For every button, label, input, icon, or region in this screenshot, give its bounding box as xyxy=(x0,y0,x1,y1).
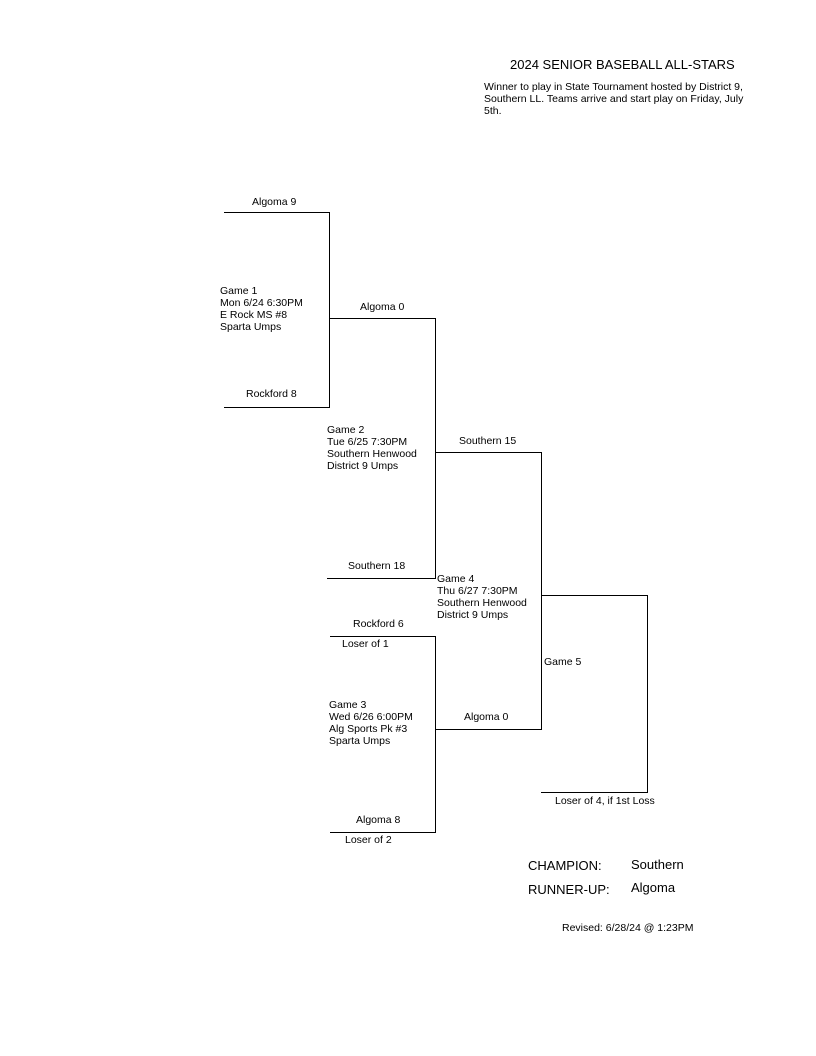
g3-bottom-team: Algoma 8 xyxy=(356,814,401,826)
g4-info: Game 4 Thu 6/27 7:30PM Southern Henwood … xyxy=(437,573,527,621)
g2-bottom-line xyxy=(327,578,436,579)
champion-value: Southern xyxy=(631,857,684,872)
g1-info: Game 1 Mon 6/24 6:30PM E Rock MS #8 Spar… xyxy=(220,285,303,333)
g2-game-number: Game 2 xyxy=(327,424,365,436)
page-title: 2024 SENIOR BASEBALL ALL-STARS xyxy=(510,57,735,72)
g3-game-number: Game 3 xyxy=(329,699,367,711)
g5-top-line xyxy=(541,595,648,596)
runner-up-label: RUNNER-UP: xyxy=(528,882,610,897)
g4-top-team: Southern 15 xyxy=(459,435,517,447)
g2-date-time: Tue 6/25 7:30PM xyxy=(327,436,408,448)
g3-top-team: Rockford 6 xyxy=(353,618,404,630)
g3-bottom-line xyxy=(330,832,436,833)
g4-bottom-line xyxy=(435,729,542,730)
g5-bottom-line xyxy=(541,792,648,793)
g4-game-number: Game 4 xyxy=(437,573,475,585)
g4-top-line xyxy=(435,452,542,453)
g2-umps: District 9 Umps xyxy=(327,460,399,472)
g2-top-team: Algoma 0 xyxy=(360,301,405,313)
g1-top-line xyxy=(224,212,330,213)
g4-bottom-team: Algoma 0 xyxy=(464,711,509,723)
g1-game-number: Game 1 xyxy=(220,285,258,297)
g4-connector xyxy=(541,452,542,729)
g5-label: Game 5 xyxy=(544,656,582,668)
g2-bottom-team: Southern 18 xyxy=(348,560,406,572)
g3-location: Alg Sports Pk #3 xyxy=(329,723,408,735)
g1-umps: Sparta Umps xyxy=(220,321,282,333)
g3-connector xyxy=(435,636,436,832)
g1-bottom-line xyxy=(224,407,330,408)
g3-bottom-note: Loser of 2 xyxy=(345,834,392,846)
g3-date-time: Wed 6/26 6:00PM xyxy=(329,711,413,723)
g2-location: Southern Henwood xyxy=(327,448,417,460)
runner-up-value: Algoma xyxy=(631,880,676,895)
g1-date-time: Mon 6/24 6:30PM xyxy=(220,297,303,309)
g3-top-note: Loser of 1 xyxy=(342,638,389,650)
g1-top-team: Algoma 9 xyxy=(252,196,297,208)
g3-top-line xyxy=(330,636,436,637)
g3-umps: Sparta Umps xyxy=(329,735,391,747)
g5-bottom-note: Loser of 4, if 1st Loss xyxy=(555,795,655,807)
g4-location: Southern Henwood xyxy=(437,597,527,609)
g2-top-line xyxy=(329,318,436,319)
g2-connector xyxy=(435,318,436,578)
champion-label: CHAMPION: xyxy=(528,858,602,873)
g4-date-time: Thu 6/27 7:30PM xyxy=(437,585,518,597)
page-subtitle: Winner to play in State Tournament hoste… xyxy=(484,81,744,117)
g1-location: E Rock MS #8 xyxy=(220,309,288,321)
g2-info: Game 2 Tue 6/25 7:30PM Southern Henwood … xyxy=(327,424,417,472)
g1-connector xyxy=(329,212,330,407)
revised-timestamp: Revised: 6/28/24 @ 1:23PM xyxy=(562,922,694,934)
g3-info: Game 3 Wed 6/26 6:00PM Alg Sports Pk #3 … xyxy=(329,699,413,747)
g4-umps: District 9 Umps xyxy=(437,609,509,621)
g5-connector xyxy=(647,595,648,792)
g1-bottom-team: Rockford 8 xyxy=(246,388,297,400)
